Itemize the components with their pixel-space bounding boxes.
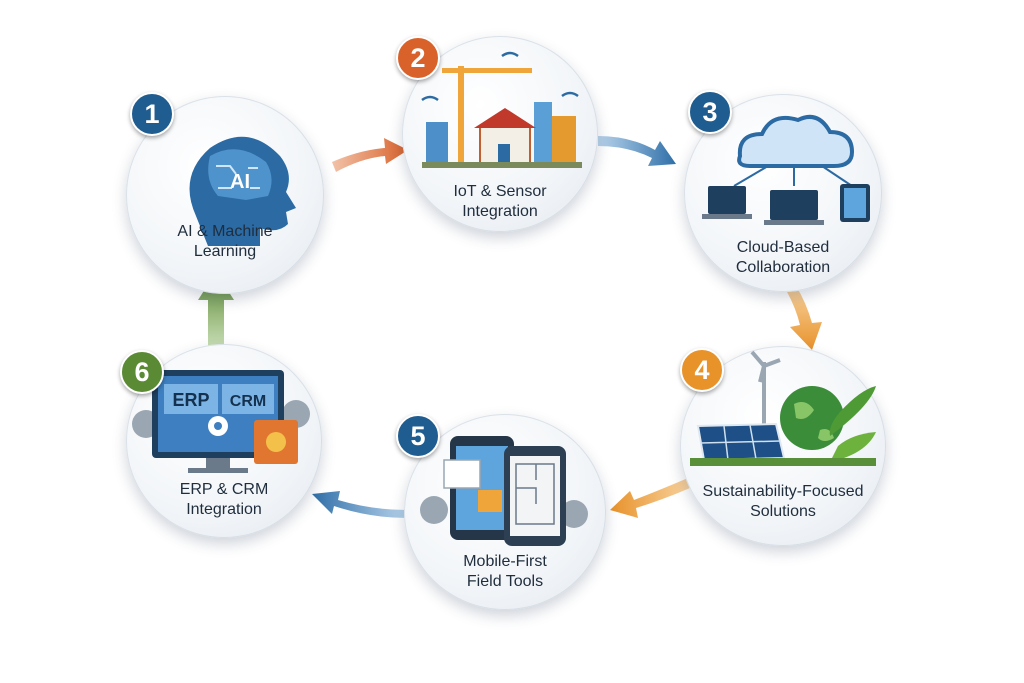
solar-earth-leaf-icon	[690, 350, 876, 466]
step-3-line-1: Cloud-Based	[736, 239, 830, 256]
step-badge-6: 6	[120, 350, 164, 394]
step-badge-2: 2	[396, 36, 440, 80]
arrow-2-to-3	[598, 136, 676, 166]
ai-head-icon: AI	[189, 136, 296, 246]
erp-crm-monitor-icon: ERP CRM	[132, 370, 310, 473]
step-4-line-1: Sustainability-Focused	[702, 483, 864, 500]
step-1-line-2: Learning	[193, 243, 257, 260]
step-5-line-1: Mobile-First	[463, 553, 547, 570]
crm-chip-text: CRM	[230, 393, 266, 410]
step-6-line-2: Integration	[186, 501, 262, 518]
step-3-line-2: Collaboration	[735, 259, 831, 276]
step-badge-1: 1	[130, 92, 174, 136]
erp-chip-text: ERP	[172, 390, 209, 410]
step-badge-3: 3	[688, 90, 732, 134]
step-6-line-1: ERP & CRM	[179, 481, 269, 498]
step-5-line-2: Field Tools	[466, 573, 544, 590]
step-label-5: Mobile-First Field Tools	[404, 552, 606, 592]
step-label-2: IoT & Sensor Integration	[402, 182, 598, 222]
cloud-devices-icon	[702, 115, 870, 225]
step-label-6: ERP & CRM Integration	[126, 480, 322, 520]
step-label-3: Cloud-Based Collaboration	[684, 238, 882, 278]
step-label-1: AI & Machine Learning	[126, 222, 324, 262]
step-2-line-2: Integration	[462, 203, 538, 220]
arrow-1-to-2	[332, 138, 408, 172]
ai-chip-text: AI	[230, 171, 250, 193]
step-1-line-1: AI & Machine	[177, 223, 273, 240]
arrow-4-to-5	[610, 478, 690, 518]
city-crane-icon	[421, 51, 582, 168]
step-2-line-1: IoT & Sensor	[453, 183, 547, 200]
step-badge-4: 4	[680, 348, 724, 392]
step-label-4: Sustainability-Focused Solutions	[680, 482, 886, 522]
step-4-line-2: Solutions	[750, 503, 816, 520]
arrow-5-to-6	[312, 491, 408, 518]
step-node-5: Mobile-First Field Tools	[404, 414, 606, 610]
step-badge-5: 5	[396, 414, 440, 458]
mobile-devices-icon	[420, 436, 588, 546]
arrow-3-to-4	[786, 286, 822, 350]
